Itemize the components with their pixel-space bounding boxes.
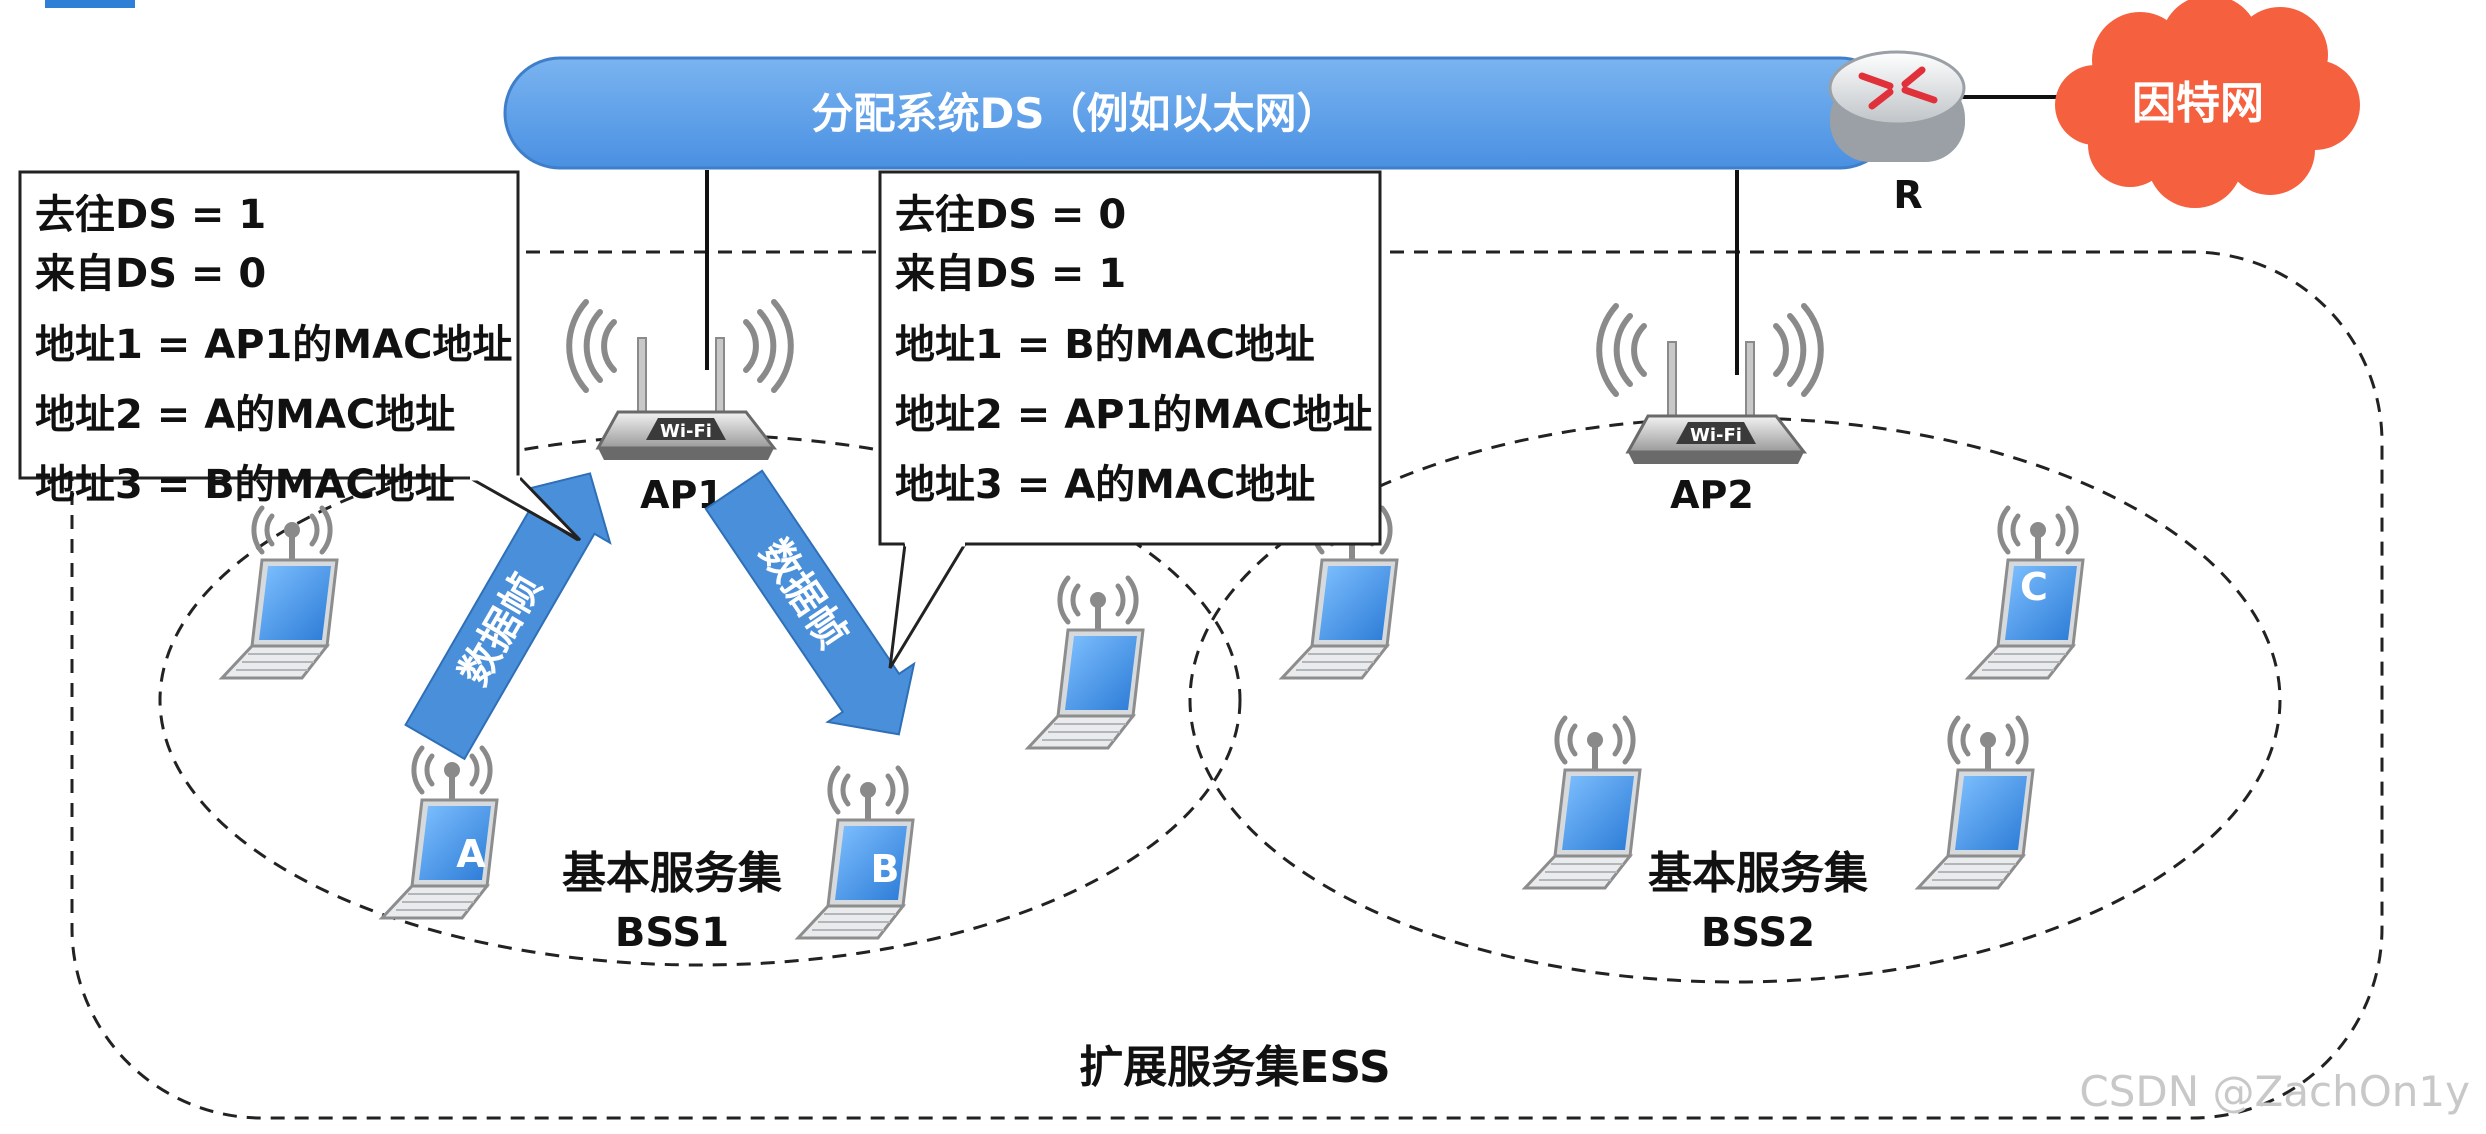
bss2-id: BSS2 [1701, 910, 1815, 956]
internet-cloud [2055, 0, 2360, 208]
ess-label: 扩展服务集ESS [1079, 1042, 1390, 1093]
callout-left-line-3: 地址1 = AP1的MAC地址 [35, 322, 512, 368]
station-b-label: B [871, 847, 900, 891]
router-icon [1828, 50, 1966, 162]
callout-right: 去往DS = 0 来自DS = 1 地址1 = B的MAC地址 地址2 = AP… [878, 170, 1382, 669]
router-label: R [1893, 173, 1922, 217]
callout-left-line-5: 地址3 = B的MAC地址 [35, 462, 455, 508]
station-a-label: A [456, 832, 486, 876]
laptop-icon [1525, 718, 1640, 888]
callout-left-line-4: 地址2 = A的MAC地址 [35, 392, 455, 438]
laptop-icon [1918, 718, 2033, 888]
bss1-id: BSS1 [615, 910, 729, 956]
callout-right-line-4: 地址2 = AP1的MAC地址 [895, 392, 1372, 438]
callout-right-line-2: 来自DS = 1 [895, 251, 1126, 297]
watermark: CSDN @ZachOn1y [2079, 1067, 2470, 1116]
ap2-label: AP2 [1670, 473, 1754, 517]
bss1-title: 基本服务集 [562, 848, 782, 899]
ds-bar-label: 分配系统DS（例如以太网） [811, 89, 1338, 138]
ap1-icon [569, 302, 791, 460]
callout-left: 去往DS = 1 来自DS = 0 地址1 = AP1的MAC地址 地址2 = … [18, 170, 582, 542]
corner-mark [45, 0, 135, 8]
callout-left-line-2: 来自DS = 0 [35, 251, 266, 297]
frame-arrow-right: 数据帧 [704, 469, 916, 736]
callout-left-line-1: 去往DS = 1 [35, 192, 266, 238]
callout-right-line-1: 去往DS = 0 [895, 192, 1126, 238]
callout-right-line-3: 地址1 = B的MAC地址 [895, 322, 1315, 368]
callout-right-line-5: 地址3 = A的MAC地址 [895, 462, 1315, 508]
internet-label: 因特网 [2132, 78, 2264, 129]
station-c-label: C [2020, 565, 2048, 609]
ap2-icon [1599, 306, 1821, 464]
bss2-title: 基本服务集 [1648, 848, 1868, 899]
laptop-icon [1028, 578, 1143, 748]
